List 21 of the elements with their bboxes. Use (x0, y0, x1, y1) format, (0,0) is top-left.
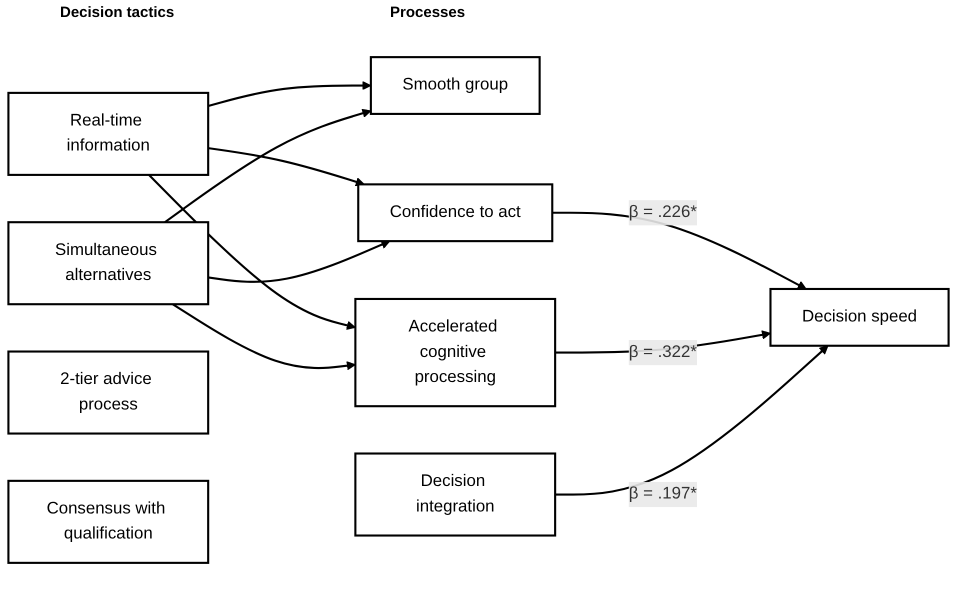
node-box: Consensus with qualification (7, 480, 210, 564)
node-box: Decision integration (354, 452, 556, 537)
arrow (555, 345, 828, 496)
edge-label: β = .322* (628, 343, 697, 361)
arrow (208, 240, 390, 283)
arrow (164, 108, 372, 224)
arrow (148, 174, 356, 330)
node-box: Real-time information (7, 92, 210, 176)
column-heading: Decision tactics (60, 4, 174, 21)
node-box: 2-tier advice process (7, 350, 210, 435)
edge-label: β = .197* (628, 485, 697, 503)
node-box: Decision speed (769, 288, 950, 347)
edge-label: β = .226* (628, 203, 697, 222)
node-box: Accelerated cognitive processing (354, 298, 556, 408)
node-box: Smooth group (370, 56, 541, 115)
arrow (208, 147, 365, 186)
node-box: Confidence to act (357, 183, 554, 242)
column-heading: Processes (390, 4, 466, 21)
arrow (208, 80, 372, 108)
node-box: Simultaneous alternatives (7, 221, 210, 306)
arrow (172, 303, 356, 370)
